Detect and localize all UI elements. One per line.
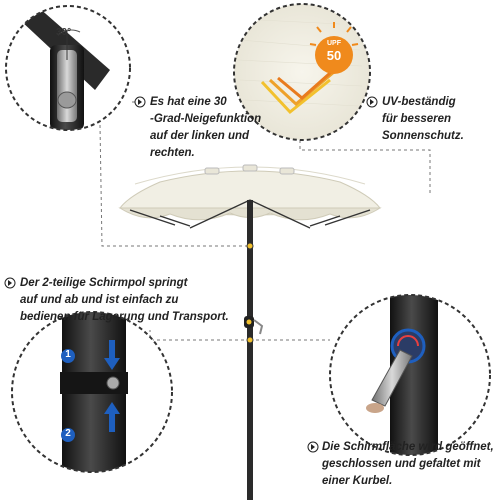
upf-label: UPF xyxy=(327,40,341,47)
connector-lines xyxy=(99,101,431,341)
callout-line: auf und ab und ist einfach zu xyxy=(20,294,179,306)
callout-line: rechten. xyxy=(150,147,195,159)
umbrella-pole xyxy=(244,200,264,500)
crank-handle-icon xyxy=(366,349,413,413)
tilt-joint-detail xyxy=(6,6,130,130)
callout-line: -Grad-Neigefunktion xyxy=(150,113,262,125)
callout-line: auf der linken und xyxy=(150,130,250,142)
callout-line: Sonnenschutz. xyxy=(382,130,464,142)
uv-callout: UV-beständig für besseren Sonnenschutz. xyxy=(382,94,464,145)
callout-line: für besseren xyxy=(382,113,452,125)
direction-arrow-icon xyxy=(104,340,120,432)
arrow-right-icon xyxy=(366,96,378,108)
sun-upf-icon xyxy=(309,22,359,74)
upf-value: 50 xyxy=(326,48,342,63)
pole-callout: Der 2-teilige Schirmpol springt auf und … xyxy=(20,275,229,326)
arrow-right-icon xyxy=(134,96,146,108)
tilt-callout: Es hat eine 30 -Grad-Neigefunktion auf d… xyxy=(150,94,261,162)
uv-ray-arrows-icon xyxy=(260,64,339,115)
step-two-marker: 2 xyxy=(65,428,71,439)
arrow-right-icon xyxy=(307,441,319,453)
callout-line: bedienen für Lagerung und Transport. xyxy=(20,311,229,323)
callout-line: UV-beständig xyxy=(382,96,456,108)
crank-detail xyxy=(330,295,490,455)
step-one-marker: 1 xyxy=(65,349,71,360)
callout-line: Es hat eine 30 xyxy=(150,96,227,108)
callout-line: Die Schirmfläche wird geöffnet, xyxy=(322,441,494,453)
callout-line: Der 2-teilige Schirmpol springt xyxy=(20,277,188,289)
arrow-right-icon xyxy=(4,277,16,289)
callout-line: geschlossen und gefaltet mit xyxy=(322,458,481,470)
crank-callout: Die Schirmfläche wird geöffnet, geschlos… xyxy=(322,439,494,490)
pole-detail xyxy=(12,312,172,472)
callout-line: einer Kurbel. xyxy=(322,475,393,487)
tilt-angle-label: 30° xyxy=(56,27,72,38)
